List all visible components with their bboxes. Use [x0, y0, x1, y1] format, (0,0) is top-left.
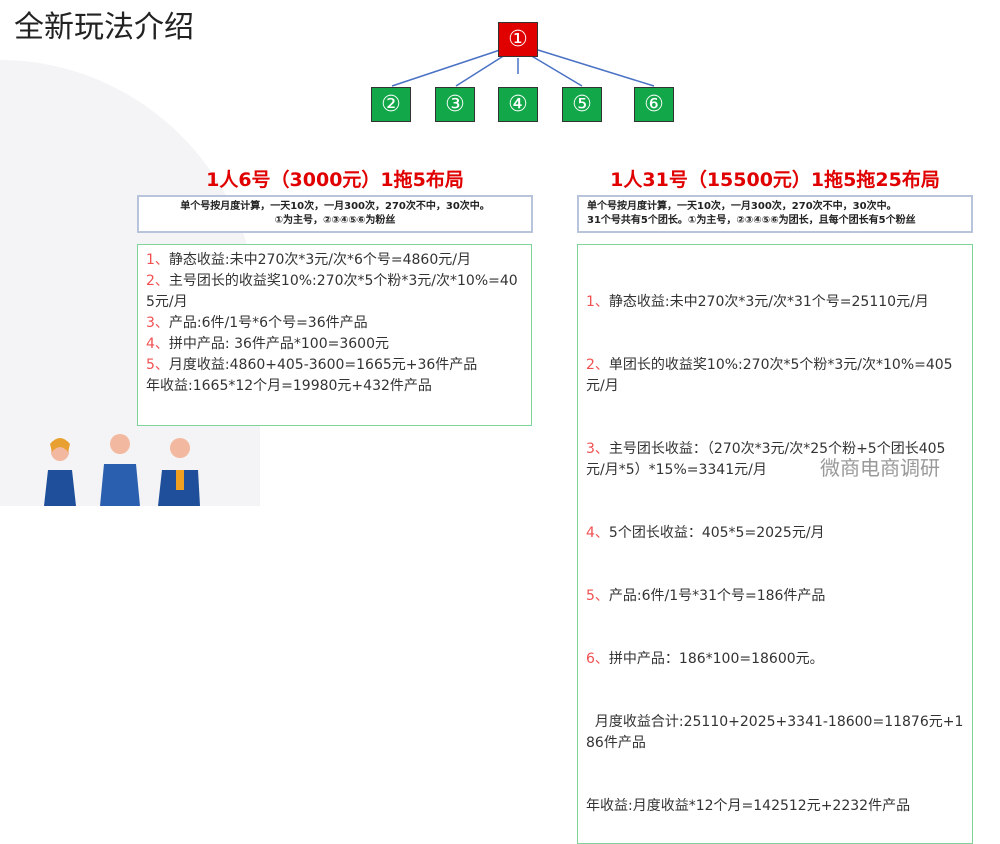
note-line: 单个号按月度计算，一天10次，一月300次，270次不中，30次中。 [587, 201, 897, 212]
line-number: 1、 [586, 294, 609, 310]
tree-node-root: ① [498, 22, 538, 57]
left-line: 4、拼中产品: 36件产品*100=3600元 [146, 334, 523, 355]
left-line: 3、产品:6件/1号*6个号=36件产品 [146, 313, 523, 334]
line-text: 主号团长收益：（270次*3元/次*25个粉+5个团长405元/月*5）*15%… [586, 441, 946, 478]
line-text: 拼中产品：186*100=18600元。 [608, 651, 824, 667]
note-line: ①为主号，②③④⑤⑥为粉丝 [274, 215, 396, 226]
left-note: 单个号按月度计算，一天10次，一月300次，270次不中，30次中。 ①为主号，… [137, 195, 533, 233]
left-line: 5、月度收益:4860+405-3600=1665元+36件产品 [146, 355, 523, 376]
line-number: 4、 [146, 336, 169, 352]
page-title: 全新玩法介绍 [14, 10, 194, 45]
left-line: 2、主号团长的收益奖10%:270次*5个粉*3元/次*10%=405元/月 [146, 271, 523, 313]
tree-node-child: ④ [498, 87, 538, 122]
line-text: 静态收益:未中270次*3元/次*6个号=4860元/月 [168, 252, 471, 268]
line-text: 月度收益:4860+405-3600=1665元+36件产品 [168, 357, 478, 373]
left-line: 1、静态收益:未中270次*3元/次*6个号=4860元/月 [146, 250, 523, 271]
left-line: 年收益:1665*12个月=19980元+432件产品 [146, 376, 523, 397]
line-number: 3、 [146, 315, 169, 331]
line-number: 6、 [586, 651, 609, 667]
line-text: 5个团长收益：405*5=2025元/月 [608, 525, 825, 541]
tree-node-child: ⑤ [562, 87, 602, 122]
tree-connectors [391, 49, 655, 87]
line-number: 2、 [146, 273, 169, 289]
tree-node-child: ③ [435, 87, 475, 122]
line-number: 1、 [146, 252, 169, 268]
right-line: 月度收益合计:25110+2025+3341-18600=11876元+186件… [586, 712, 964, 754]
line-text: 主号团长的收益奖10%:270次*5个粉*3元/次*10%=405元/月 [146, 273, 518, 310]
line-text: 产品:6件/1号*31个号=186件产品 [608, 588, 826, 604]
line-number: 2、 [586, 357, 609, 373]
right-line: 4、5个团长收益：405*5=2025元/月 [586, 523, 964, 544]
line-text: 产品:6件/1号*6个号=36件产品 [168, 315, 368, 331]
tree-node-child: ⑥ [634, 87, 674, 122]
left-content: 1、静态收益:未中270次*3元/次*6个号=4860元/月 2、主号团长的收益… [137, 244, 532, 426]
right-line: 5、产品:6件/1号*31个号=186件产品 [586, 586, 964, 607]
note-line: 31个号共有5个团长。①为主号，②③④⑤⑥为团长，且每个团长有5个粉丝 [587, 215, 916, 226]
line-number: 5、 [146, 357, 169, 373]
watermark: 微商电商调研 [820, 456, 940, 480]
right-line: 1、静态收益:未中270次*3元/次*31个号=25110元/月 [586, 292, 964, 313]
line-number: 5、 [586, 588, 609, 604]
note-line: 单个号按月度计算，一天10次，一月300次，270次不中，30次中。 [180, 201, 490, 212]
tree-node-child: ② [371, 87, 411, 122]
left-heading: 1人6号（3000元）1拖5布局 [206, 169, 464, 191]
right-line: 3、主号团长收益：（270次*3元/次*25个粉+5个团长405元/月*5）*1… [586, 439, 964, 481]
right-content: 1、静态收益:未中270次*3元/次*31个号=25110元/月 2、单团长的收… [577, 244, 973, 844]
right-line: 6、拼中产品：186*100=18600元。 [586, 649, 964, 670]
line-number: 3、 [586, 441, 609, 457]
line-text: 月度收益合计:25110+2025+3341-18600=11876元+186件… [586, 714, 964, 751]
right-heading: 1人31号（15500元）1拖5拖25布局 [610, 169, 940, 191]
right-line: 2、单团长的收益奖10%:270次*5个粉*3元/次*10%=405元/月 [586, 355, 964, 397]
line-text: 年收益:月度收益*12个月=142512元+2232件产品 [586, 798, 911, 814]
right-line: 年收益:月度收益*12个月=142512元+2232件产品 [586, 796, 964, 817]
line-text: 拼中产品: 36件产品*100=3600元 [168, 336, 389, 352]
line-text: 单团长的收益奖10%:270次*5个粉*3元/次*10%=405元/月 [586, 357, 953, 394]
right-note: 单个号按月度计算，一天10次，一月300次，270次不中，30次中。 31个号共… [577, 195, 973, 233]
line-text: 静态收益:未中270次*3元/次*31个号=25110元/月 [608, 294, 929, 310]
line-number: 4、 [586, 525, 609, 541]
people-illustration [44, 434, 200, 506]
line-text: 年收益:1665*12个月=19980元+432件产品 [146, 378, 432, 394]
